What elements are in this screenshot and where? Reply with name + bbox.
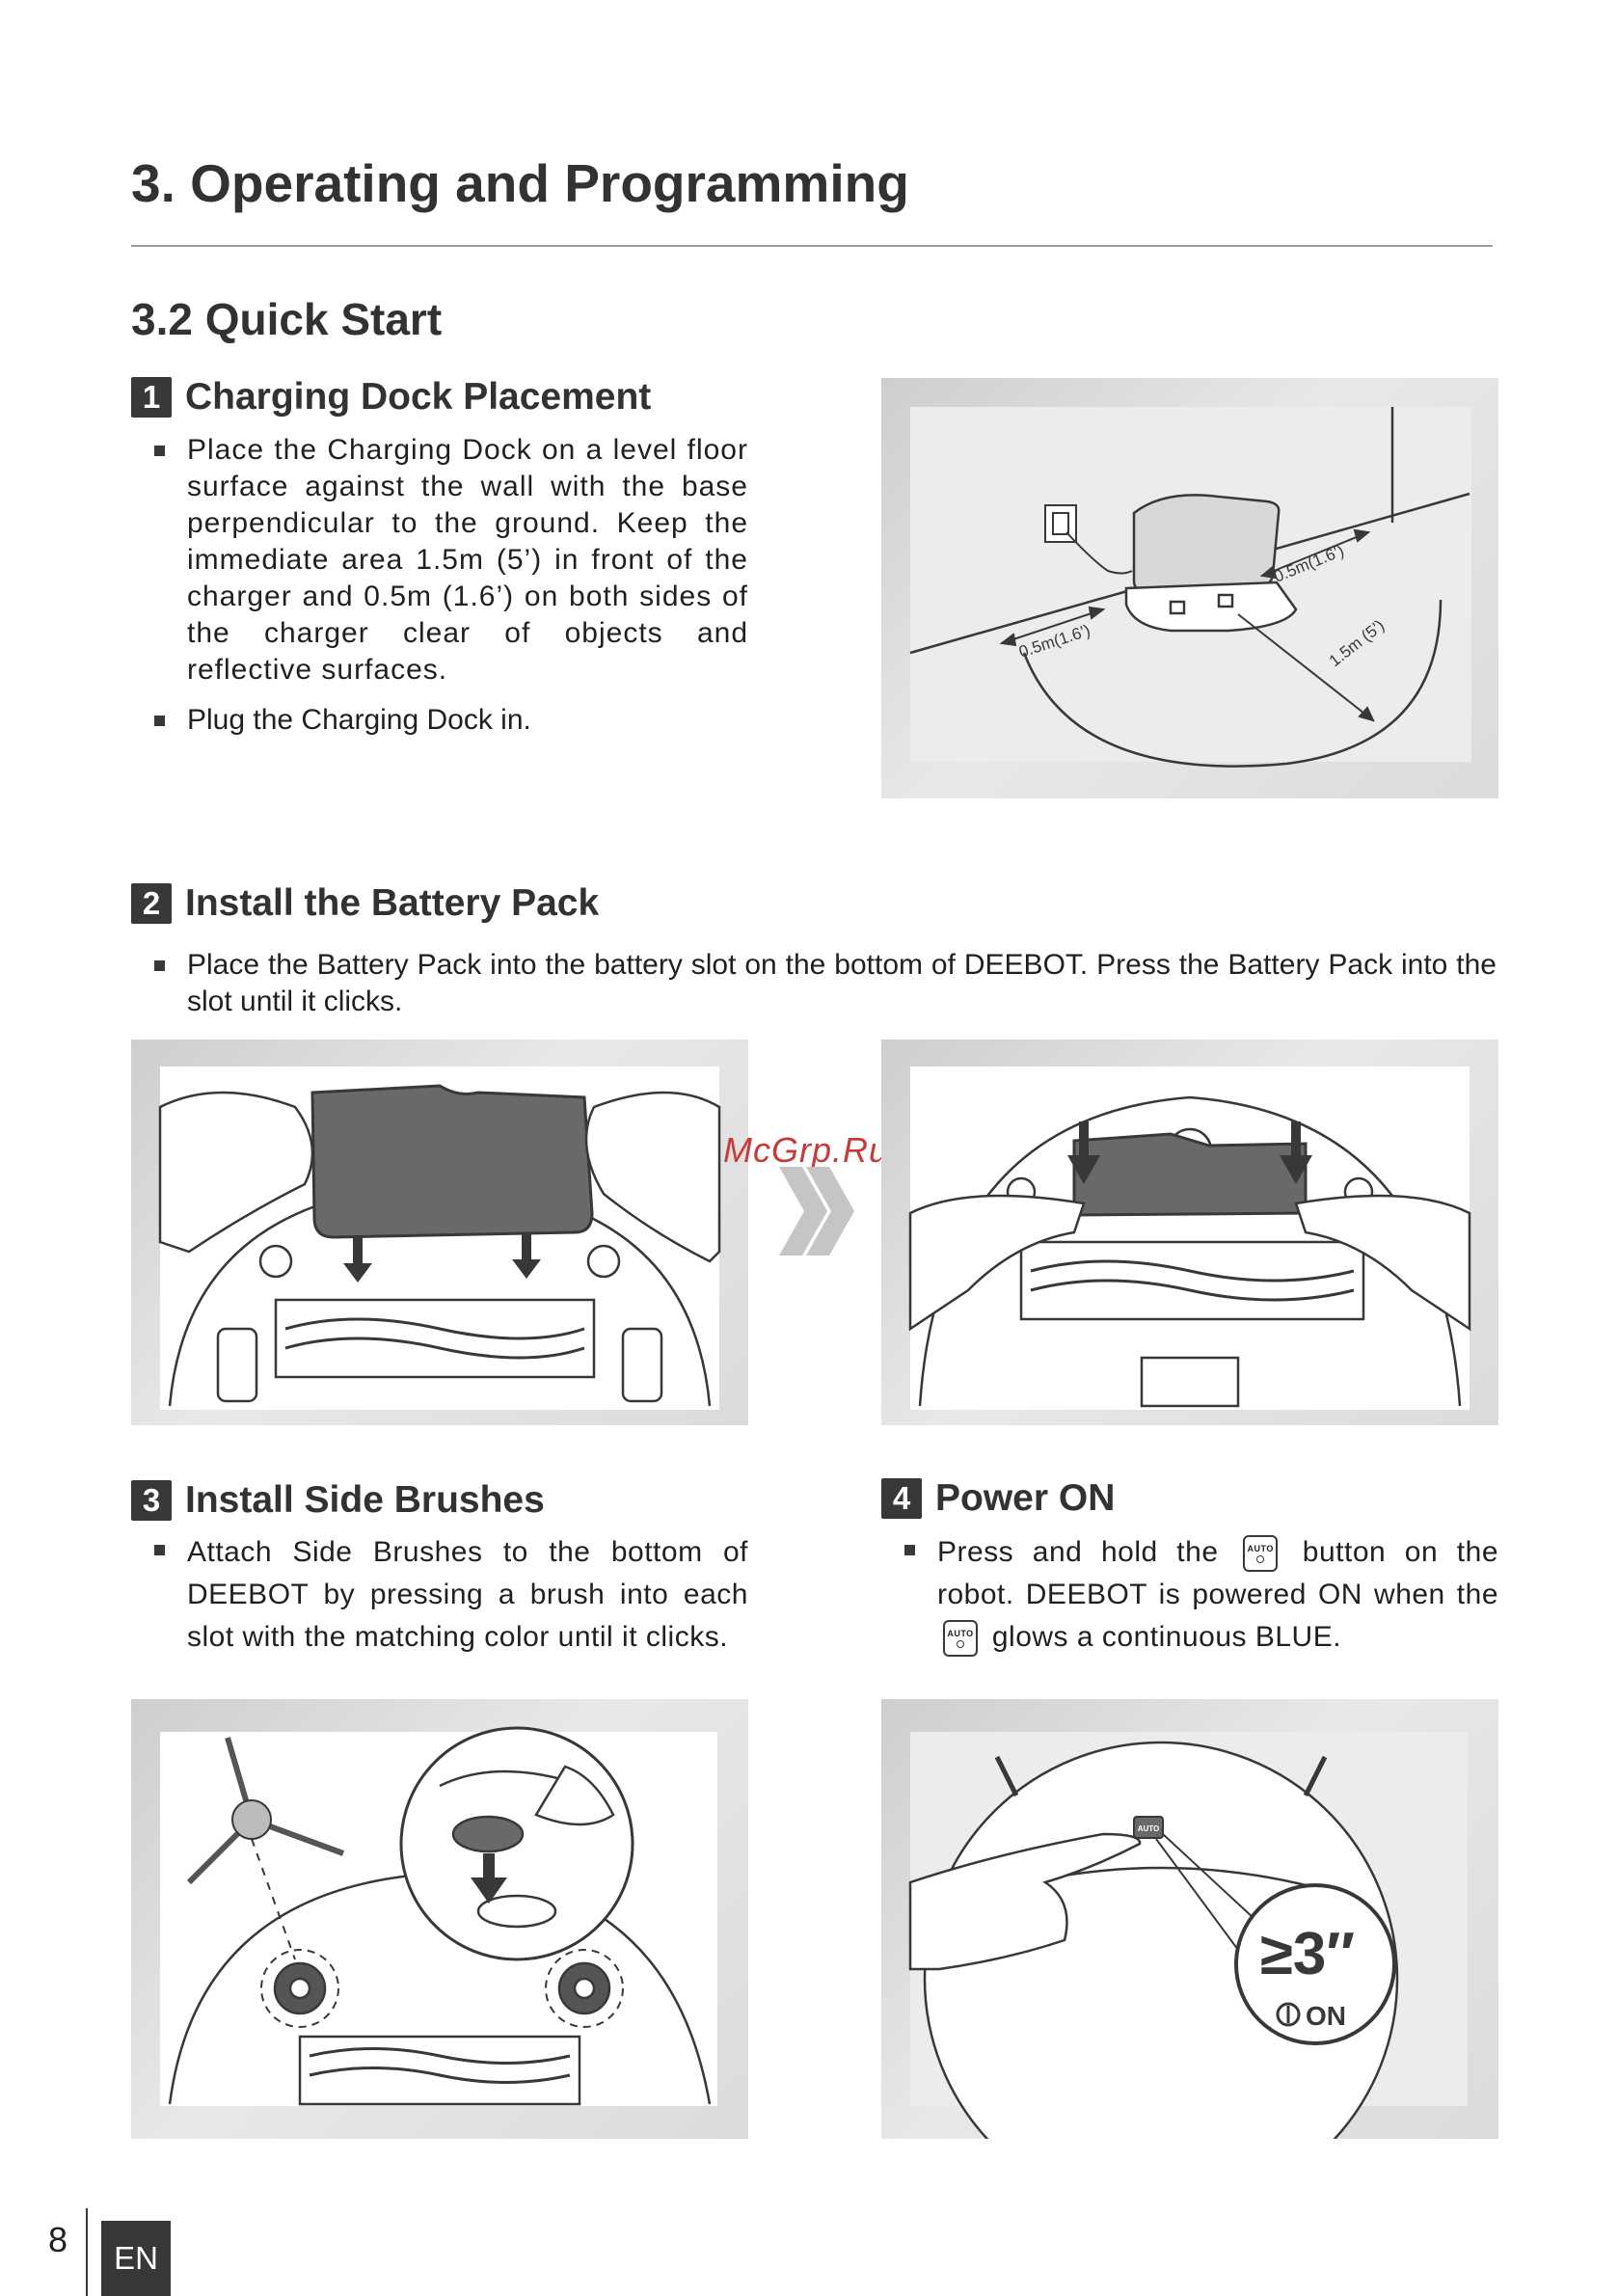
chapter-title: 3. Operating and Programming xyxy=(131,153,909,213)
language-tab: EN xyxy=(101,2221,171,2296)
dock-front-clearance: 1.5m (5’) xyxy=(1326,616,1389,670)
step-4-text-b: button on the robot. DEEBOT is powered O… xyxy=(937,1536,1498,1610)
step-3-number: 3 xyxy=(131,1480,172,1521)
hold-duration-label: ≥3″ xyxy=(1260,1921,1355,1987)
battery-insert-figure xyxy=(131,1040,748,1425)
step-3-heading: 3 Install Side Brushes xyxy=(131,1479,545,1522)
auto-key-label: AUTO xyxy=(947,1629,974,1639)
hold-duration-callout xyxy=(1234,1883,1396,2045)
step-2-bullet: Place the Battery Pack into the battery … xyxy=(131,947,1497,1020)
power-on-illustration: AUTO ≥3″ ON xyxy=(908,1741,1399,2139)
step-4-number: 4 xyxy=(881,1478,922,1519)
power-on-label: ON xyxy=(1306,2001,1346,2031)
footer-divider xyxy=(86,2208,88,2296)
step-1-bullets: Place the Charging Dock on a level floor… xyxy=(131,432,748,752)
auto-button xyxy=(1133,1816,1164,1839)
step-2-bullets: Place the Battery Pack into the battery … xyxy=(131,947,1497,1034)
auto-button-label: AUTO xyxy=(1138,1824,1160,1833)
step-1-bullet: Place the Charging Dock on a level floor… xyxy=(131,432,748,689)
battery-press-illustration xyxy=(908,1095,1471,1408)
battery-pack xyxy=(310,1084,594,1239)
step-1-title: Charging Dock Placement xyxy=(185,376,652,418)
dock-placement-illustration: 0.5m(1.6’) 0.5m(1.6’) 1.5m (5’) xyxy=(909,407,1470,768)
auto-key-label: AUTO xyxy=(1247,1544,1274,1554)
step-3-bullets: Attach Side Brushes to the bottom of DEE… xyxy=(131,1531,748,1672)
section-title: 3.2 Quick Start xyxy=(131,294,443,344)
step-3-bullet: Attach Side Brushes to the bottom of DEE… xyxy=(131,1531,748,1659)
side-brush-figure xyxy=(131,1699,748,2139)
watermark-text: McGrp.Ru xyxy=(723,1130,890,1170)
step-2-number: 2 xyxy=(131,883,172,924)
step-4-bullets: Press and hold the AUTO button on the ro… xyxy=(881,1531,1498,1672)
dock-side-clearance-left: 0.5m(1.6’) xyxy=(1016,621,1092,662)
step-2-title: Install the Battery Pack xyxy=(185,882,600,924)
battery-pack-inserted xyxy=(1072,1132,1308,1217)
page-number: 8 xyxy=(48,2220,68,2259)
charging-dock xyxy=(1124,494,1298,633)
step-1-heading: 1 Charging Dock Placement xyxy=(131,376,651,419)
step-3-title: Install Side Brushes xyxy=(185,1479,545,1521)
step-1-number: 1 xyxy=(131,377,172,418)
step-4-bullet: Press and hold the AUTO button on the ro… xyxy=(881,1531,1498,1659)
step-2-heading: 2 Install the Battery Pack xyxy=(131,882,599,925)
auto-button-icon: AUTO xyxy=(943,1620,978,1658)
hand xyxy=(908,1832,1142,1971)
power-on-figure: AUTO ≥3″ ON xyxy=(881,1699,1498,2139)
double-chevron-icon xyxy=(779,1167,854,1256)
step-4-text-c: glows a continuous BLUE. xyxy=(991,1621,1342,1653)
battery-press-figure xyxy=(881,1040,1498,1425)
step-1-bullet: Plug the Charging Dock in. xyxy=(131,702,748,739)
step-4-text-a: Press and hold the xyxy=(937,1536,1219,1568)
battery-insert-illustration xyxy=(158,1084,721,1407)
wall-socket xyxy=(1044,504,1133,575)
dock-placement-figure: 0.5m(1.6’) 0.5m(1.6’) 1.5m (5’) xyxy=(881,378,1498,798)
side-brush-illustration xyxy=(168,1726,712,2106)
auto-button-icon: AUTO xyxy=(1243,1535,1279,1573)
power-icon xyxy=(1276,2002,1301,2027)
chapter-divider xyxy=(131,245,1493,247)
step-4-title: Power ON xyxy=(935,1477,1116,1519)
step-4-heading: 4 Power ON xyxy=(881,1477,1115,1520)
